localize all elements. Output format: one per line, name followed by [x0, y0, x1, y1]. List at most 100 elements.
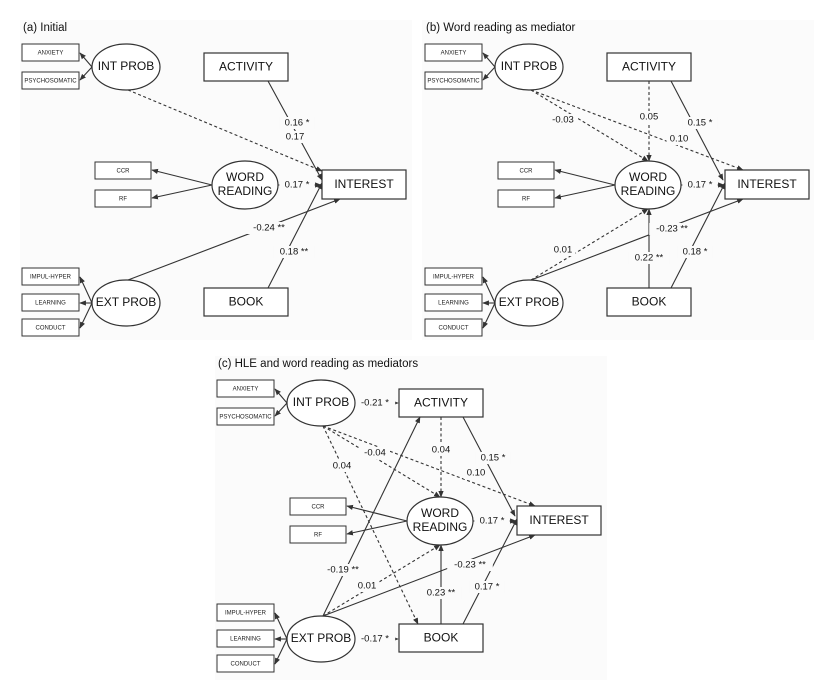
loading-arrow-impul-hyper [482, 276, 496, 304]
node-label-interest: INTEREST [529, 513, 589, 527]
node-int-prob [286, 379, 356, 427]
node-label-impul-hyper: IMPUL-HYPER [225, 611, 267, 617]
coefficient-label: 0.17 * [475, 582, 500, 593]
node-label-int-prob: INT PROB [501, 59, 557, 73]
coefficient-label-background [246, 222, 292, 234]
coefficient-label-background [677, 246, 713, 258]
node-ccr [497, 161, 555, 180]
panel-c: (c) HLE and word reading as mediators -0.… [216, 358, 602, 673]
node-label-learning: LEARNING [230, 637, 261, 643]
node-label-anxiety: ANXIETY [441, 51, 467, 57]
coefficient-label: 0.15 * [481, 453, 506, 464]
coefficient-label-background [447, 559, 493, 571]
path-ext-prob-to-activity [322, 416, 421, 617]
node-impul-hyper [216, 603, 275, 622]
coefficient-label: -0.03 [552, 115, 574, 126]
node-conduct [216, 654, 275, 673]
node-int-prob [91, 43, 161, 91]
node-activity [203, 52, 289, 82]
node-label-ext-prob: EXT PROB [96, 295, 156, 309]
coefficient-label: 0.10 [670, 134, 689, 145]
coefficient-label-background [282, 131, 308, 143]
panel-title: (b) Word reading as mediator [426, 22, 576, 34]
coefficient-label: 0.18 * [683, 247, 708, 258]
node-label-psychosomatic: PSYCHOSOMATIC [24, 79, 77, 85]
panel-title: (a) Initial [23, 22, 67, 34]
node-label-ext-prob: EXT PROB [291, 631, 351, 645]
path-int-prob-to-book [322, 425, 419, 625]
node-conduct [424, 318, 483, 337]
loading-arrow-psychosomatic [482, 66, 496, 81]
node-interest [321, 169, 407, 200]
node-label-anxiety: ANXIETY [38, 51, 64, 57]
node-label-conduct: CONDUCT [439, 326, 469, 332]
node-rf [94, 189, 152, 208]
node-label-rf: RF [314, 533, 322, 539]
coefficient-label: 0.04 [432, 445, 451, 456]
loading-arrow-psychosomatic [274, 402, 288, 417]
node-label-word: WORD [629, 170, 667, 184]
path-ext-prob-to-interest [322, 534, 536, 617]
coefficient-label: 0.01 [358, 581, 377, 592]
loading-arrow-anxiety [482, 52, 496, 68]
loading-arrow-ccr [554, 168, 616, 186]
coefficient-label: 0.05 [640, 112, 659, 123]
node-word-reading [211, 160, 279, 210]
path-activity-to-interest [670, 80, 724, 181]
node-label-word: WORD [226, 170, 264, 184]
node-label-conduct: CONDUCT [231, 662, 261, 668]
coefficient-label: -0.19 ** [327, 565, 359, 576]
node-label-anxiety: ANXIETY [233, 387, 259, 393]
path-int-prob-to-interest [322, 425, 536, 507]
node-interest [724, 169, 810, 200]
coefficient-label: -0.23 ** [454, 560, 486, 571]
node-interest [516, 505, 602, 536]
loading-arrow-rf [346, 520, 408, 536]
path-ext-prob-to-word-reading [530, 208, 649, 281]
coefficient-label-background [474, 515, 510, 527]
node-label-impul-hyper: IMPUL-HYPER [30, 275, 72, 281]
coefficient-label-background [548, 114, 578, 126]
loading-arrow-anxiety [79, 52, 93, 68]
coefficient-label-background [628, 252, 670, 264]
coefficient-label-background [666, 133, 692, 145]
node-psychosomatic [21, 71, 80, 90]
node-word-reading [406, 496, 474, 546]
coefficient-label-background [475, 452, 511, 464]
loading-arrow-conduct [482, 302, 496, 329]
path-int-prob-to-word-reading [322, 425, 441, 498]
node-book [606, 287, 692, 317]
coefficient-label-background [329, 460, 355, 472]
coefficient-label: 0.10 [467, 468, 486, 479]
coefficient-label: 0.17 * [285, 180, 310, 191]
coefficient-label: 0.23 ** [427, 588, 456, 599]
loading-arrow-impul-hyper [274, 612, 288, 640]
node-label-learning: LEARNING [438, 301, 469, 307]
path-ext-prob-to-word-reading [322, 544, 441, 617]
node-learning [21, 293, 80, 312]
node-rf [497, 189, 555, 208]
node-ext-prob [494, 279, 564, 327]
coefficient-label-background [320, 564, 366, 576]
node-label-reading: READING [413, 520, 468, 534]
node-int-prob [494, 43, 564, 91]
node-label-book: BOOK [424, 631, 459, 645]
node-label-rf: RF [119, 197, 127, 203]
node-label-psychosomatic: PSYCHOSOMATIC [427, 79, 480, 85]
coefficient-label-background [682, 117, 718, 129]
coefficient-label-background [354, 397, 396, 409]
path-activity-to-interest [267, 80, 323, 181]
node-anxiety [21, 43, 80, 62]
node-label-book: BOOK [229, 295, 264, 309]
coefficient-label: 0.15 * [688, 118, 713, 129]
panel-title: (c) HLE and word reading as mediators [218, 358, 418, 370]
node-label-rf: RF [522, 197, 530, 203]
node-label-activity: ACTIVITY [219, 60, 273, 74]
path-ext-prob-to-interest [530, 198, 744, 281]
path-ext-prob-to-interest [127, 198, 341, 281]
node-learning [424, 293, 483, 312]
path-book-to-interest [462, 518, 518, 625]
node-word-reading [614, 160, 682, 210]
